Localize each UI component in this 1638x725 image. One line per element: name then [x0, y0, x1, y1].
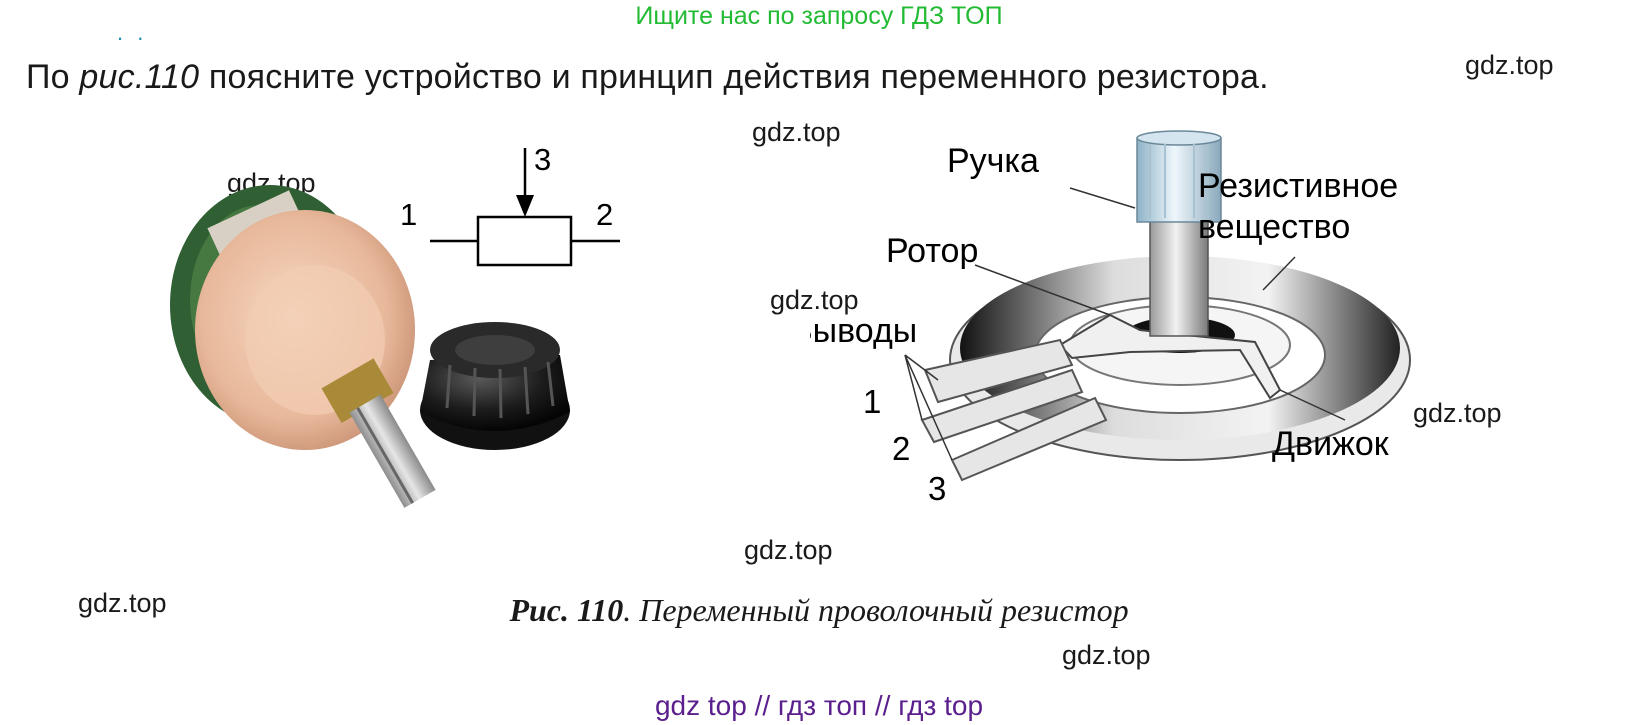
question-before: По — [26, 58, 80, 96]
question-after: поясните устройство и принцип действия п… — [199, 58, 1269, 96]
watermark: gdz.top — [770, 285, 859, 315]
diagram-shaft — [1149, 217, 1209, 337]
lead-1-label: 1 — [863, 383, 881, 420]
pin-2-label: 2 — [596, 197, 613, 232]
watermark: gdz.top — [1413, 398, 1502, 428]
watermark: gdz.top — [78, 588, 167, 618]
figure-reference: рис.110 — [79, 58, 200, 96]
terminal-1 — [923, 338, 1074, 404]
decorative-dots: . . — [117, 20, 148, 45]
slider-label: Движок — [1272, 425, 1390, 463]
shaft — [321, 358, 436, 508]
footer-watermark: gdz top // гдз топ // гдз top — [654, 690, 984, 721]
lead-2-label: 2 — [892, 430, 910, 467]
watermark: gdz.top — [1465, 50, 1554, 80]
resistor-structure-diagram: Ручка Резистивное вещество Ротор Выводы … — [810, 130, 1411, 507]
watermark: gdz.top — [744, 535, 833, 565]
resistive-label-line1: Резистивное — [1198, 167, 1398, 205]
rotor-label: Ротор — [886, 232, 978, 270]
handle-label: Ручка — [947, 142, 1039, 180]
resistor-photo — [170, 185, 570, 508]
resistor-schematic: 1 2 3 — [400, 142, 620, 267]
watermark: gdz.top — [752, 117, 841, 147]
search-banner: Ищите нас по запросу ГДЗ ТОП — [635, 2, 1003, 30]
pin-3-label: 3 — [534, 142, 551, 177]
pin-1-label: 1 — [400, 197, 417, 232]
figure-caption: Рис. 110. Переменный проволочный резисто… — [0, 592, 1638, 629]
watermark: gdz.top — [1062, 640, 1151, 670]
terminal-3 — [950, 396, 1108, 482]
caption-label: Рис. 110 — [509, 592, 624, 628]
lead-3-label: 3 — [928, 470, 946, 507]
leads-label: Выводы — [810, 312, 917, 350]
resistor-box — [476, 215, 573, 267]
caption-text: . Переменный проволочный резистор — [623, 592, 1129, 628]
resistive-label-line2: вещество — [1198, 208, 1350, 246]
knob — [420, 322, 570, 450]
terminal-2 — [920, 368, 1084, 444]
wiper-arrow-icon — [516, 195, 534, 217]
question-text: По рис.110 поясните устройство и принцип… — [26, 58, 1269, 97]
